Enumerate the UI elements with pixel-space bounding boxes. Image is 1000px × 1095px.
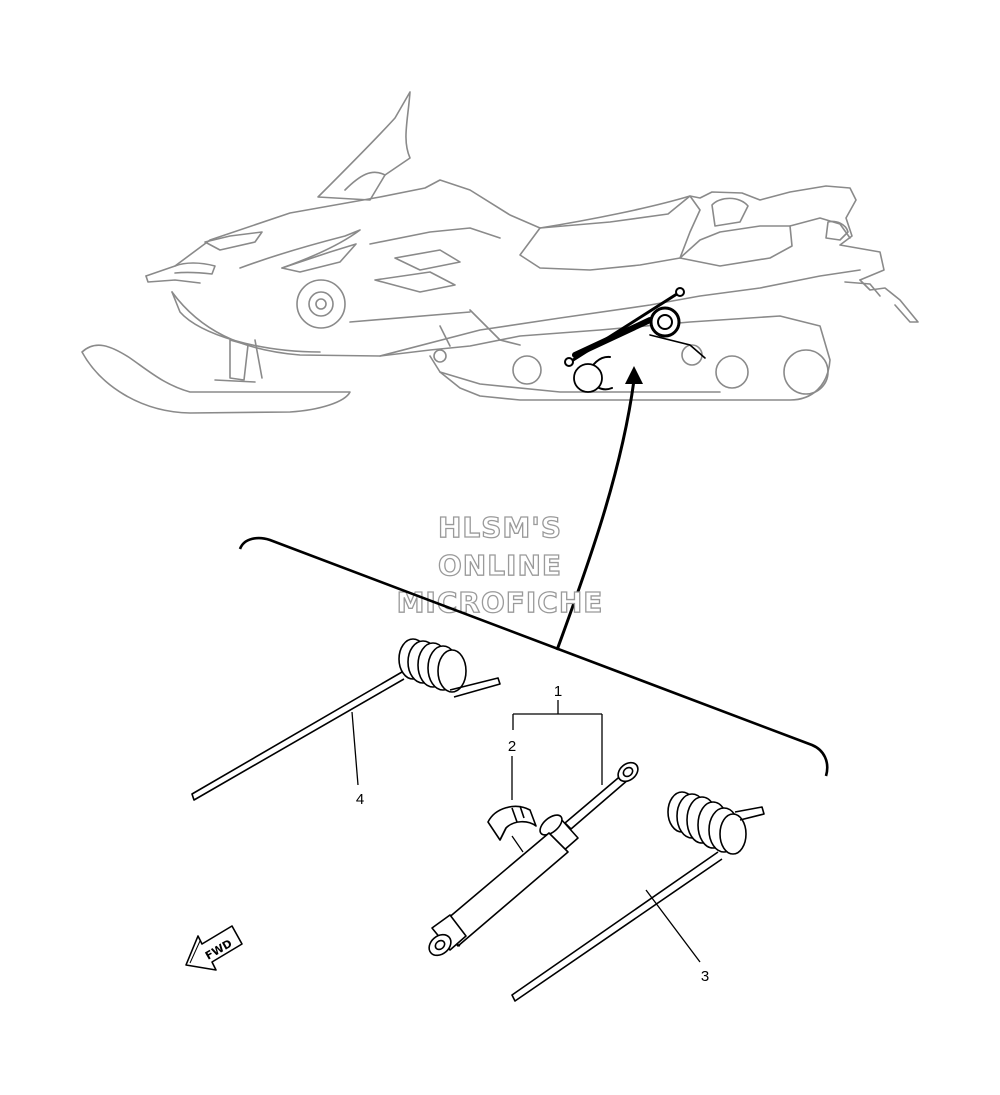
bushing[interactable] — [487, 805, 537, 841]
callout-leaders — [351, 700, 701, 963]
torsion-spring-left[interactable] — [191, 638, 501, 801]
snowmobile-illustration — [81, 91, 919, 414]
forward-arrow-icon — [185, 925, 243, 971]
installed-shock-highlight — [564, 287, 706, 393]
watermark-line-2: ONLINE — [438, 549, 562, 582]
group-bracket-line — [238, 536, 829, 777]
forward-direction-marker: FWD — [185, 925, 243, 971]
watermark-line-3: MICROFICHE — [397, 586, 604, 619]
callout-2[interactable]: 2 — [508, 738, 516, 755]
callout-3[interactable]: 3 — [701, 968, 709, 985]
shock-absorber[interactable] — [425, 759, 642, 960]
callout-4[interactable]: 4 — [356, 791, 364, 808]
watermark: HLSM'S ONLINE MICROFICHE — [396, 510, 604, 619]
callout-labels: 1 2 3 4 — [356, 683, 709, 985]
torsion-spring-right[interactable] — [511, 791, 765, 1002]
watermark-line-1: HLSM'S — [438, 511, 562, 544]
location-arrow — [555, 366, 643, 651]
callout-1[interactable]: 1 — [554, 683, 562, 700]
